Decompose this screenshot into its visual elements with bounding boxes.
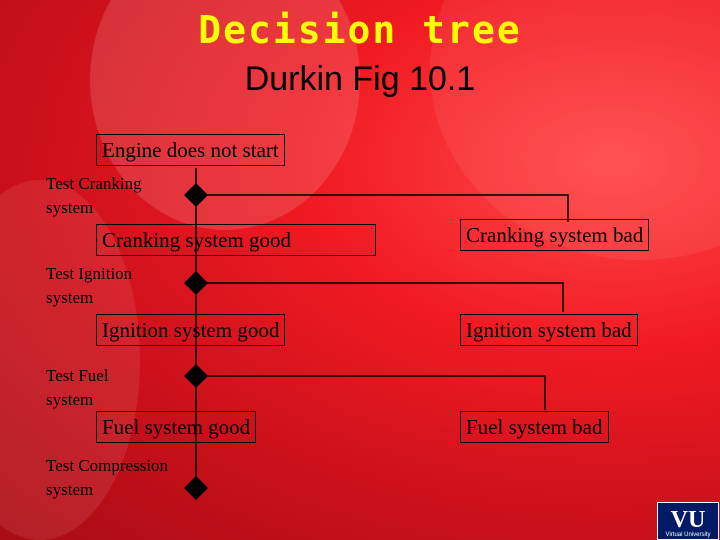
decision-node bbox=[184, 476, 208, 500]
test-label-compression: Test Compression system bbox=[46, 456, 169, 499]
cranking-good-box: Cranking system good bbox=[96, 224, 376, 256]
branch-cranking-bad bbox=[196, 194, 569, 222]
fuel-good-box: Fuel system good bbox=[96, 411, 257, 443]
slide-subtitle: Durkin Fig 10.1 bbox=[244, 60, 476, 98]
vu-logo-icon: VU Virtual University bbox=[666, 507, 711, 538]
test-label-ignition: Test Ignition system bbox=[46, 264, 133, 307]
svg-text:VU: VU bbox=[671, 507, 706, 533]
background-shape bbox=[90, 0, 360, 230]
ignition-good-box: Ignition system good bbox=[96, 314, 286, 346]
test-label-fuel: Test Fuel system bbox=[46, 366, 109, 409]
university-logo: VU Virtual University bbox=[657, 502, 719, 540]
cranking-bad-box: Cranking system bad bbox=[460, 219, 650, 251]
fuel-bad-box: Fuel system bad bbox=[460, 411, 609, 443]
decision-node bbox=[184, 271, 208, 295]
ignition-bad-box: Ignition system bad bbox=[460, 314, 638, 346]
branch-ignition-bad bbox=[196, 282, 564, 312]
slide-title: Decision tree bbox=[198, 8, 522, 52]
test-label-cranking: Test Cranking system bbox=[46, 174, 142, 217]
root-box: Engine does not start bbox=[96, 134, 285, 166]
decision-node bbox=[184, 364, 208, 388]
svg-text:Virtual University: Virtual University bbox=[666, 532, 711, 538]
decision-node bbox=[184, 183, 208, 207]
branch-fuel-bad bbox=[196, 375, 546, 410]
